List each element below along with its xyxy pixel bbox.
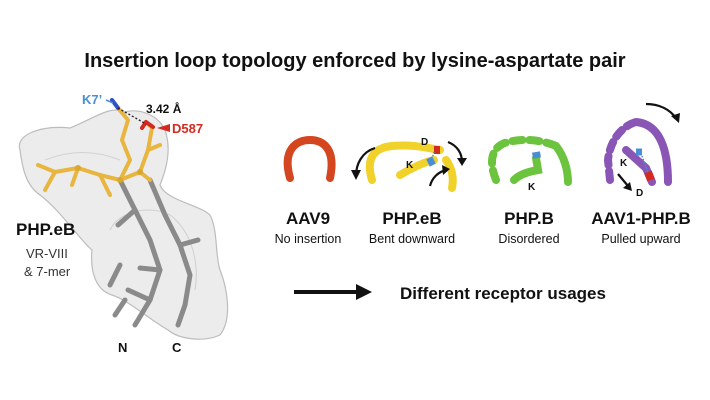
php-eb-bond-dashes bbox=[431, 151, 435, 160]
density-contour bbox=[44, 152, 121, 161]
salt-bridge-dashes bbox=[117, 107, 147, 125]
conclusion-text: Different receptor usages bbox=[400, 284, 606, 303]
php-eb-lys-marker bbox=[426, 156, 436, 167]
distance-label: 3.42 Å bbox=[146, 101, 182, 116]
variant-php-b: K PHP.B Disordered bbox=[488, 135, 572, 246]
variant-name: PHP.eB bbox=[382, 209, 441, 228]
structure-name: PHP.eB bbox=[16, 220, 75, 239]
figure-title: Insertion loop topology enforced by lysi… bbox=[84, 50, 626, 72]
php-eb-k-label: K bbox=[406, 160, 414, 171]
backbone-sticks bbox=[107, 177, 201, 328]
variant-description: Disordered bbox=[498, 232, 559, 246]
arrowhead-icon bbox=[671, 113, 680, 123]
aav1-loop-icon bbox=[603, 118, 640, 184]
aspartate-pointer-icon bbox=[157, 124, 170, 132]
c-terminus-label: C bbox=[172, 340, 182, 355]
atom-node bbox=[75, 165, 81, 171]
variant-aav1-php-b: K D AAV1-PHP.B Pulled upward bbox=[591, 102, 691, 246]
lysine-pointer bbox=[105, 99, 114, 104]
php-b-loop-icon bbox=[488, 135, 560, 184]
php-eb-loop-icon bbox=[365, 141, 444, 184]
variant-description: Pulled upward bbox=[601, 232, 680, 246]
php-eb-loop-icon bbox=[442, 156, 457, 192]
aav1-k-label: K bbox=[620, 158, 628, 169]
aspartate-oxygen-bond bbox=[144, 120, 155, 129]
variant-name: AAV1-PHP.B bbox=[591, 209, 691, 228]
php-b-lys-marker bbox=[532, 151, 541, 159]
aav9-loop-icon bbox=[283, 135, 336, 182]
structure-panel: K7’ 3.42 Å D587 PHP.eB VR-VIII & 7-mer N… bbox=[16, 92, 229, 355]
density-contour bbox=[109, 209, 197, 291]
php-b-loop-icon bbox=[510, 154, 543, 184]
arrowhead-icon bbox=[351, 170, 361, 180]
arrowhead-icon bbox=[356, 284, 372, 300]
atom-node bbox=[117, 177, 123, 183]
variant-aav9: AAV9 No insertion bbox=[275, 135, 342, 246]
php-b-k-label: K bbox=[528, 182, 536, 193]
lysine-label: K7’ bbox=[82, 92, 102, 107]
variant-description: No insertion bbox=[275, 232, 342, 246]
aav1-asp-marker bbox=[644, 170, 655, 182]
arrowhead-icon bbox=[457, 158, 467, 166]
structure-subtitle-line2: & 7-mer bbox=[24, 264, 71, 279]
arrowhead-icon bbox=[442, 165, 450, 175]
aav1-d-label: D bbox=[636, 188, 643, 199]
arrowhead-icon bbox=[623, 182, 632, 191]
variant-name: AAV9 bbox=[286, 209, 330, 228]
variant-description: Bent downward bbox=[369, 232, 455, 246]
lysine-nitrogen-bond bbox=[110, 98, 120, 110]
n-terminus-label: N bbox=[118, 340, 127, 355]
variant-php-eb: D K PHP.eB Bent downward bbox=[351, 137, 467, 246]
variant-name: PHP.B bbox=[504, 209, 554, 228]
aspartate-label: D587 bbox=[172, 121, 203, 136]
structure-subtitle-line1: VR-VIII bbox=[26, 246, 68, 261]
atom-node bbox=[137, 169, 143, 175]
aav1-loop-icon bbox=[632, 118, 672, 186]
conclusion-row: Different receptor usages bbox=[294, 284, 606, 303]
php-eb-d-label: D bbox=[421, 137, 428, 148]
straight-arrow-icon bbox=[617, 173, 629, 187]
php-b-loop-icon bbox=[552, 142, 572, 186]
